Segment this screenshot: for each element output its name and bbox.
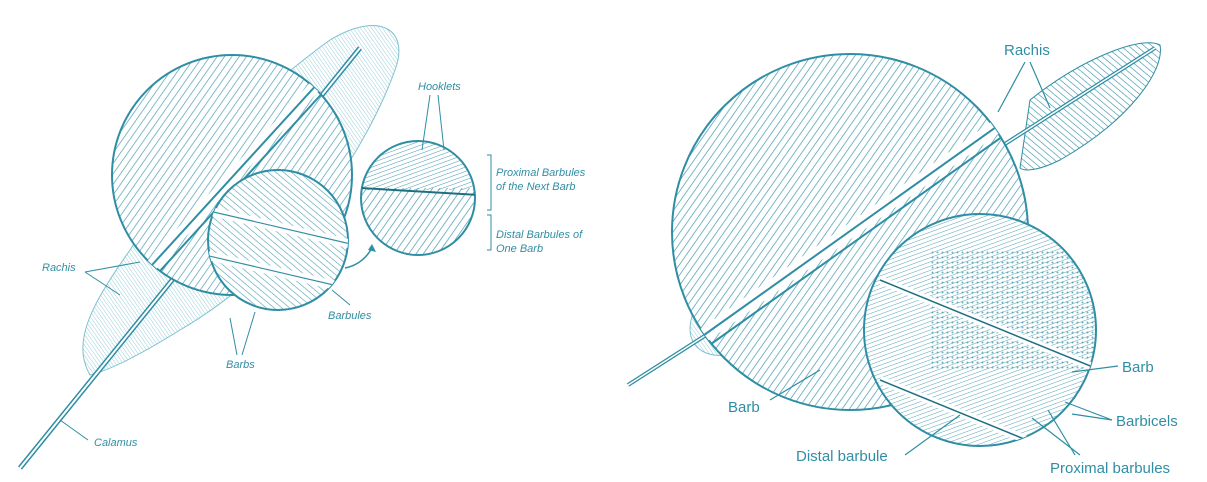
- label-barb-right: Barb: [1122, 359, 1154, 376]
- label-distal-barbule: Distal barbule: [796, 448, 888, 465]
- label-barb-left: Barb: [728, 399, 760, 416]
- label-barbs: Barbs: [226, 359, 255, 371]
- label-proximal-barbules-line2: of the Next Barb: [496, 181, 576, 193]
- label-hooklets: Hooklets: [418, 81, 461, 93]
- label-proximal-barbules-line1: Proximal Barbules: [496, 167, 586, 179]
- right-feather-diagram: Rachis Barb Barbicels Proximal barbules …: [628, 42, 1178, 477]
- label-barbules: Barbules: [328, 310, 372, 322]
- label-calamus: Calamus: [94, 437, 138, 449]
- left-small-magnifier: [360, 140, 480, 258]
- label-rachis-left: Rachis: [42, 262, 76, 274]
- left-feather-diagram: Hooklets Proximal Barbules of the Next B…: [20, 26, 586, 468]
- label-barbicels: Barbicels: [1116, 413, 1178, 430]
- label-distal-barbules-line1: Distal Barbules of: [496, 229, 583, 241]
- label-distal-barbules-line2: One Barb: [496, 243, 543, 255]
- label-proximal-barbules: Proximal barbules: [1050, 460, 1170, 477]
- label-rachis-right: Rachis: [1004, 42, 1050, 59]
- right-small-magnifier: [860, 210, 1100, 470]
- left-zoom-arrow: [345, 248, 372, 268]
- right-feather-vane: [1020, 43, 1160, 170]
